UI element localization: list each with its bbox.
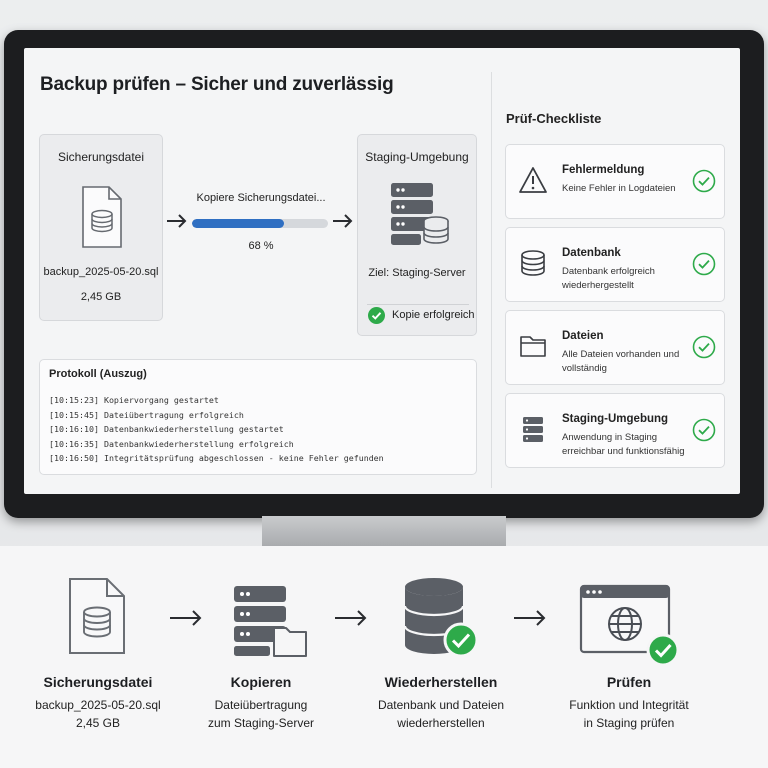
log-line: [10:15:23] Kopiervorgang gestartet: [49, 395, 219, 405]
panel-divider: [491, 72, 492, 488]
database-file-icon: [82, 186, 122, 248]
progress-bar: [192, 219, 328, 228]
database-check-icon: [403, 578, 479, 658]
folder-icon: [520, 336, 546, 357]
check-circle-outline-icon: [692, 335, 716, 359]
check-circle-outline-icon: [692, 169, 716, 193]
arrow-right-icon: [167, 214, 187, 228]
step-title: Sicherungsdatei: [43, 674, 153, 690]
server-folder-icon: [234, 586, 307, 657]
checklist-item-errors: Fehlermeldung Keine Fehler in Logdateien: [505, 144, 725, 219]
source-size: 2,45 GB: [80, 291, 122, 303]
arrow-right-icon: [335, 610, 367, 626]
log-line: [10:15:45] Dateiübertragung erfolgreich: [49, 409, 244, 420]
log-lines: [10:15:23] Kopiervorgang gestartet [10:1…: [49, 393, 384, 466]
step-desc: Dateiübertragung: [214, 698, 308, 712]
check-circle-outline-icon: [692, 418, 716, 442]
log-line: [10:16:50] Integritätsprüfung abgeschlos…: [49, 453, 384, 464]
log-line: [10:16:35] Datenbankwiederherstellung er…: [49, 438, 294, 449]
check-circle-outline-icon: [692, 252, 716, 276]
arrow-right-icon: [514, 610, 546, 626]
arrow-right-icon: [170, 610, 202, 626]
server-icon: [523, 417, 543, 442]
step-title: Kopieren: [230, 674, 292, 690]
check-circle-icon: [368, 307, 385, 324]
copy-status: Kopie erfolgreich: [392, 309, 475, 321]
card-divider: [367, 304, 469, 305]
screen: Backup prüfen – Sicher und zuverlässig S…: [24, 48, 740, 494]
process-steps: Sicherungsdatei backup_2025-05-20.sql 2,…: [0, 546, 768, 768]
staging-heading: Staging-Umgebung: [365, 150, 469, 164]
step-desc: Datenbank und Dateien: [377, 698, 505, 712]
checklist-item-staging: Staging-Umgebung Anwendung in Staging er…: [505, 393, 725, 468]
checklist-item-files: Dateien Alle Dateien vorhanden und volls…: [505, 310, 725, 385]
source-heading: Sicherungsdatei: [57, 150, 145, 164]
step-title: Prüfen: [606, 674, 652, 690]
step-desc: backup_2025-05-20.sql: [35, 698, 161, 712]
monitor-stand: [262, 516, 506, 546]
log-title: Protokoll (Auszug): [49, 368, 147, 380]
browser-globe-check-icon: [579, 584, 679, 667]
source-filename: backup_2025-05-20.sql: [43, 266, 159, 278]
step-desc: in Staging prüfen: [583, 716, 675, 730]
step-title: Wiederherstellen: [384, 674, 498, 690]
database-file-icon: [69, 578, 125, 654]
checklist-item-name: Datenbank: [562, 247, 621, 259]
step-desc: wiederherstellen: [397, 716, 485, 730]
checklist-item-desc: Keine Fehler in Logdateien: [562, 183, 676, 194]
checklist-item-desc: Datenbank erfolgreich wiederhergestellt: [562, 266, 655, 291]
page-title: Backup prüfen – Sicher und zuverlässig: [40, 74, 394, 95]
database-icon: [521, 250, 545, 276]
checklist-item-name: Staging-Umgebung: [562, 413, 669, 425]
log-panel: Protokoll (Auszug) [10:15:23] Kopiervorg…: [39, 359, 477, 475]
source-file-card: Sicherungsdatei backup_2025-05-20.sql 2,…: [39, 134, 163, 321]
step-desc: Funktion und Integrität: [569, 698, 689, 712]
checklist-item-database: Datenbank Datenbank erfolgreich wiederhe…: [505, 227, 725, 302]
staging-card: Staging-Umgebung Ziel: Staging-Server Ko…: [357, 134, 477, 336]
checklist-item-name: Dateien: [562, 330, 604, 342]
progress-percent: 68 %: [248, 240, 274, 252]
warning-icon: [519, 167, 547, 193]
checklist-item-desc: Alle Dateien vorhanden und vollständig: [562, 349, 680, 374]
progress-label: Kopiere Sicherungsdatei...: [196, 192, 326, 204]
step-desc: 2,45 GB: [75, 716, 121, 730]
server-database-icon: [391, 183, 449, 245]
step-desc: zum Staging-Server: [207, 716, 315, 730]
arrow-right-icon: [333, 214, 353, 228]
checklist-item-desc: Anwendung in Staging erreichbar und funk…: [562, 432, 685, 457]
progress-fill: [192, 219, 285, 228]
staging-target: Ziel: Staging-Server: [368, 267, 466, 279]
checklist-title: Prüf-Checkliste: [506, 111, 602, 126]
checklist-item-name: Fehlermeldung: [562, 164, 645, 176]
log-line: [10:16:10] Datenbankwiederherstellung ge…: [49, 424, 284, 435]
